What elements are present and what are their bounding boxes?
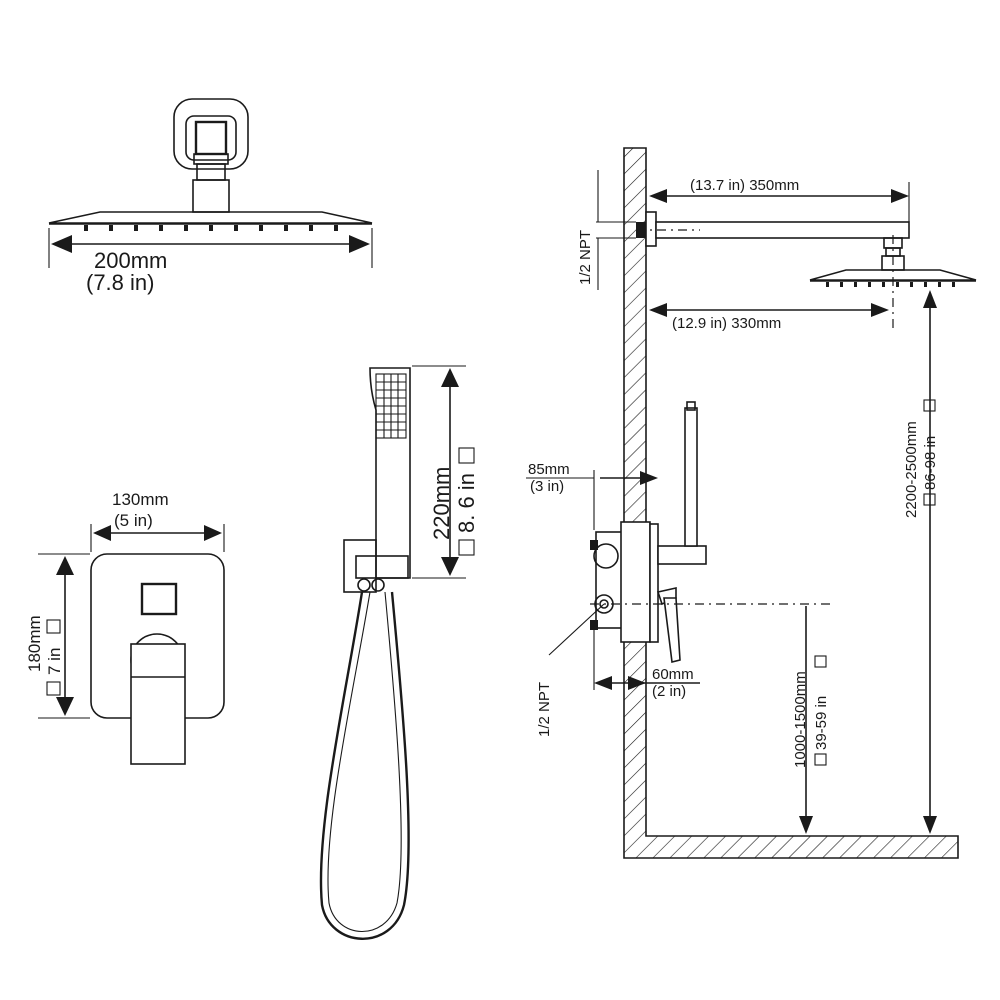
- shower-arm: [655, 221, 910, 239]
- valve-trim-plate-side: [620, 521, 651, 643]
- npt-valve-leader: [548, 603, 605, 656]
- valve-height-mm: 1000-1500mm: [792, 671, 809, 768]
- valve-plate-width-in: (5 in): [114, 511, 153, 530]
- recess-depth-in: (3 in): [530, 478, 564, 495]
- recess-depth-dimension: [526, 470, 658, 530]
- hand-shower-length-mm: 220mm: [429, 467, 454, 540]
- hand-shower-view: 220mm 8. 6 in: [319, 365, 479, 940]
- rain-head-side: [809, 269, 977, 281]
- head-height-in: 86-98 in: [922, 436, 939, 490]
- valve-offset-in: (2 in): [652, 683, 686, 700]
- mixing-valve-side: [590, 401, 707, 663]
- wall-flange: [645, 211, 657, 247]
- hand-shower-spray-face: [376, 374, 406, 438]
- valve-plate-view: 130mm (5 in) 180mm 7 in: [25, 490, 225, 765]
- valve-offset-mm: 60mm: [652, 666, 694, 683]
- hand-shower-length-dimension: [412, 365, 466, 579]
- valve-height-dimension: [799, 606, 813, 834]
- valve-handle-side: [663, 597, 681, 663]
- recess-depth-mm: 85mm: [528, 461, 570, 478]
- valve-plate-width-mm: 130mm: [112, 490, 169, 509]
- rain-head-width-dimension: [48, 228, 373, 268]
- arm-length-label: (13.7 in) 350mm: [690, 177, 799, 194]
- npt-top-label: 1/2 NPT: [577, 230, 594, 285]
- valve-height-in: 39-59 in: [813, 696, 830, 750]
- hose: [319, 591, 410, 940]
- valve-plate-height-mm: 180mm: [25, 615, 44, 672]
- arm-to-head-label: (12.9 in) 330mm: [672, 315, 781, 332]
- rain-head-nozzles: [84, 225, 338, 231]
- arm-length-dimension: [649, 182, 910, 222]
- valve-plate-width-dimension: [90, 524, 225, 552]
- valve-offset-dimension: [593, 630, 700, 690]
- head-height-dimension: [923, 290, 937, 834]
- hand-shower-length-in: 8. 6 in: [454, 473, 479, 533]
- head-height-mm: 2200-2500mm: [903, 421, 920, 518]
- arm-to-head-dimension: [649, 235, 894, 330]
- npt-valve-label: 1/2 NPT: [536, 682, 553, 737]
- rain-head-side-nozzles: [826, 282, 955, 287]
- valve-plate-height-dimension: [38, 553, 90, 719]
- rain-head-width-mm: 200mm: [94, 248, 167, 273]
- hand-shower-side: [684, 407, 698, 547]
- installation-side-view: 1/2 NPT (13.7 in) 350mm (12.9 in) 330mm: [526, 147, 977, 859]
- diverter-outlet: [657, 545, 707, 565]
- rain-head-width-in: (7.8 in): [86, 270, 154, 295]
- npt-top-dimension: [596, 170, 700, 290]
- valve-plate-height-in: 7 in: [45, 648, 64, 675]
- rain-head-view: 200mm (7.8 in): [48, 98, 373, 295]
- wall-section: [623, 147, 959, 859]
